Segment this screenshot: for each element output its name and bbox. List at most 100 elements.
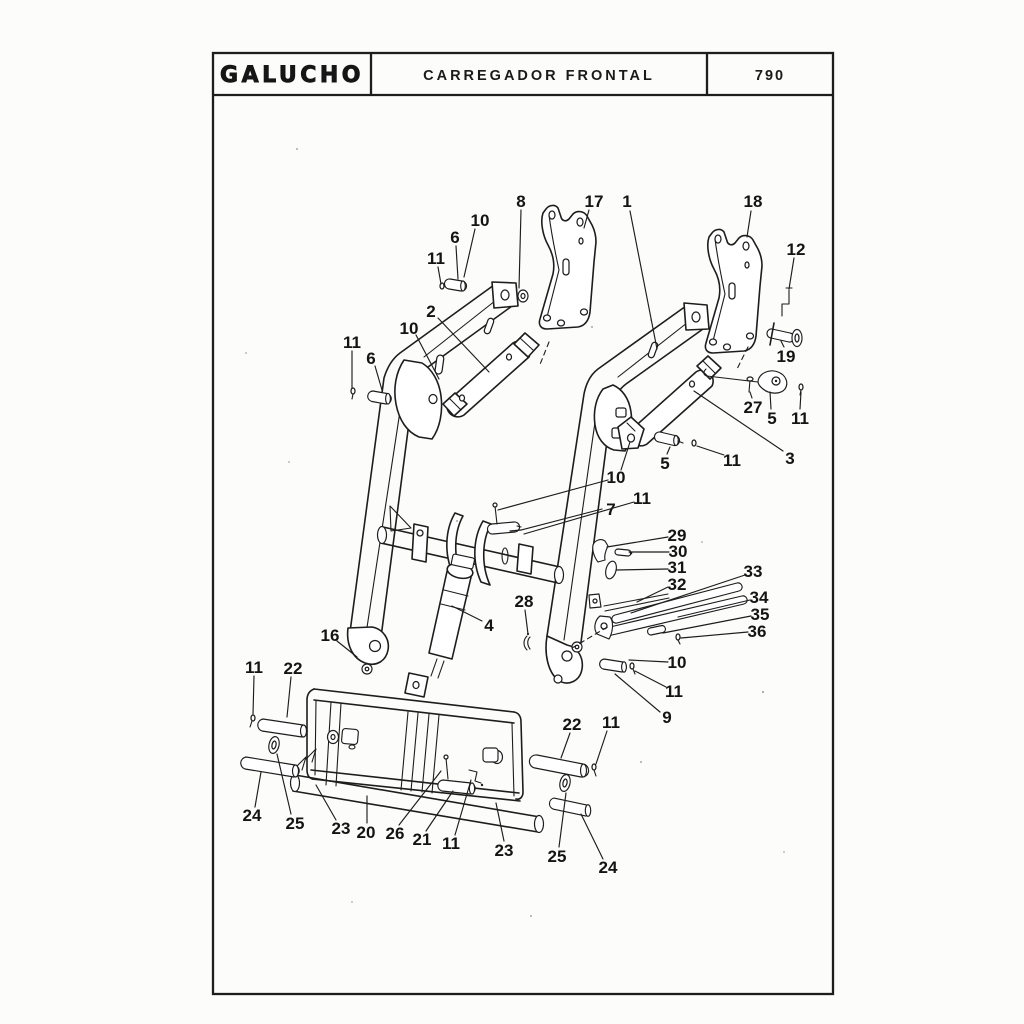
bolt-part-12 [781, 289, 790, 317]
pin-part-10 [494, 505, 498, 525]
arm-foot [346, 626, 390, 666]
callout-number: 24 [599, 858, 618, 877]
callout-number: 16 [321, 626, 340, 645]
leader-line [606, 536, 669, 548]
leader-line [463, 228, 476, 278]
callout-number: 35 [751, 605, 770, 624]
callout-number: 24 [243, 806, 262, 825]
leader-line [749, 391, 753, 399]
cotter-pin-11 [591, 763, 597, 771]
knob-part-31 [605, 560, 617, 580]
callout-number: 10 [400, 319, 419, 338]
washer-part-8 [517, 289, 529, 303]
leader-line [634, 670, 667, 688]
callout-number: 25 [548, 847, 567, 866]
left-loader-arm [346, 281, 519, 675]
leader-line [696, 445, 725, 456]
page-border [211, 51, 835, 996]
callout-number: 33 [744, 562, 763, 581]
page-title: CARREGADOR FRONTAL [423, 68, 655, 84]
leader-line [636, 586, 669, 603]
arm-elbow-plate [394, 359, 443, 440]
clamp-plate-right [482, 747, 499, 763]
callout-number: 10 [607, 468, 626, 487]
leader-line [415, 334, 440, 380]
clip-part-36 [675, 633, 681, 641]
callout-number: 23 [332, 819, 351, 838]
leader-line [677, 599, 751, 618]
callout-number: 12 [787, 240, 806, 259]
callout-number: 2 [426, 302, 435, 321]
alignment-arrow [295, 756, 307, 771]
lever-part-29 [592, 539, 609, 563]
leader-line [518, 209, 522, 289]
callout-number: 23 [495, 841, 514, 860]
cotter-pin-11 [350, 387, 356, 395]
link-bars [594, 582, 748, 645]
callout-number: 11 [427, 249, 445, 268]
leader-line [425, 790, 454, 832]
callout-number: 28 [515, 592, 534, 611]
callout-number: 11 [665, 682, 683, 701]
callout-number: 22 [563, 715, 582, 734]
leader-line [437, 266, 442, 285]
tilt-cylinder-left [442, 332, 540, 418]
cylinder-clevis [513, 332, 540, 358]
callout-number: 11 [633, 489, 651, 508]
frame-left-post [306, 688, 315, 780]
rod-yoke [617, 416, 645, 450]
callout-number: 31 [668, 558, 687, 577]
callout-number: 27 [744, 398, 763, 417]
upper-pins [350, 278, 697, 447]
leader-line [495, 802, 505, 842]
leader-line [662, 615, 752, 634]
pin-part-22-left [257, 718, 308, 738]
leader-line [746, 210, 752, 238]
sheet-number: 790 [755, 68, 785, 84]
callout-number: 11 [442, 834, 460, 853]
link-bar-part-33 [611, 582, 743, 624]
callout-number: 18 [744, 192, 763, 211]
callout-number: 8 [516, 192, 525, 211]
callout-number: 22 [284, 659, 303, 678]
leader-line [680, 631, 749, 639]
leader-line [509, 508, 603, 532]
bottom-cross-bar [289, 773, 545, 834]
hook-plate [474, 520, 492, 586]
leader-line [252, 675, 255, 715]
leader-line [523, 501, 635, 535]
pin-part-22-right [528, 754, 590, 778]
alignment-arrow [305, 748, 317, 763]
bolt-part-30 [614, 548, 632, 557]
callout-number: 11 [723, 451, 741, 470]
gusset [389, 505, 412, 532]
callout-number: 7 [606, 500, 615, 519]
leader-line [615, 568, 669, 571]
leader-line [558, 792, 567, 848]
mounting-bracket-left [538, 204, 597, 330]
tube-yoke-left [411, 523, 429, 563]
callout-number: 11 [602, 713, 620, 732]
callout-number: 25 [286, 814, 305, 833]
callout-number: 9 [662, 708, 671, 727]
leader-line [315, 784, 337, 821]
callout-number: 5 [767, 409, 776, 428]
leader-line [276, 753, 292, 815]
callout-number: 29 [668, 526, 687, 545]
pin-part-24-right [548, 797, 592, 817]
callout-number: 19 [777, 347, 796, 366]
callout-number: 5 [660, 454, 669, 473]
cylinder-head [450, 553, 476, 570]
leader-line [780, 340, 785, 348]
cross-handle [769, 322, 775, 346]
callout-number: 10 [668, 653, 687, 672]
leader-line [336, 640, 358, 658]
clamp-plate-left [341, 728, 359, 745]
cotter-pin-11 [798, 383, 804, 391]
assembly-dashes [538, 341, 749, 649]
callout-number: 6 [450, 228, 459, 247]
leader-line [454, 779, 472, 836]
callout-number: 34 [750, 588, 769, 607]
leader-line [254, 771, 262, 808]
rod-part-32 [603, 593, 670, 612]
